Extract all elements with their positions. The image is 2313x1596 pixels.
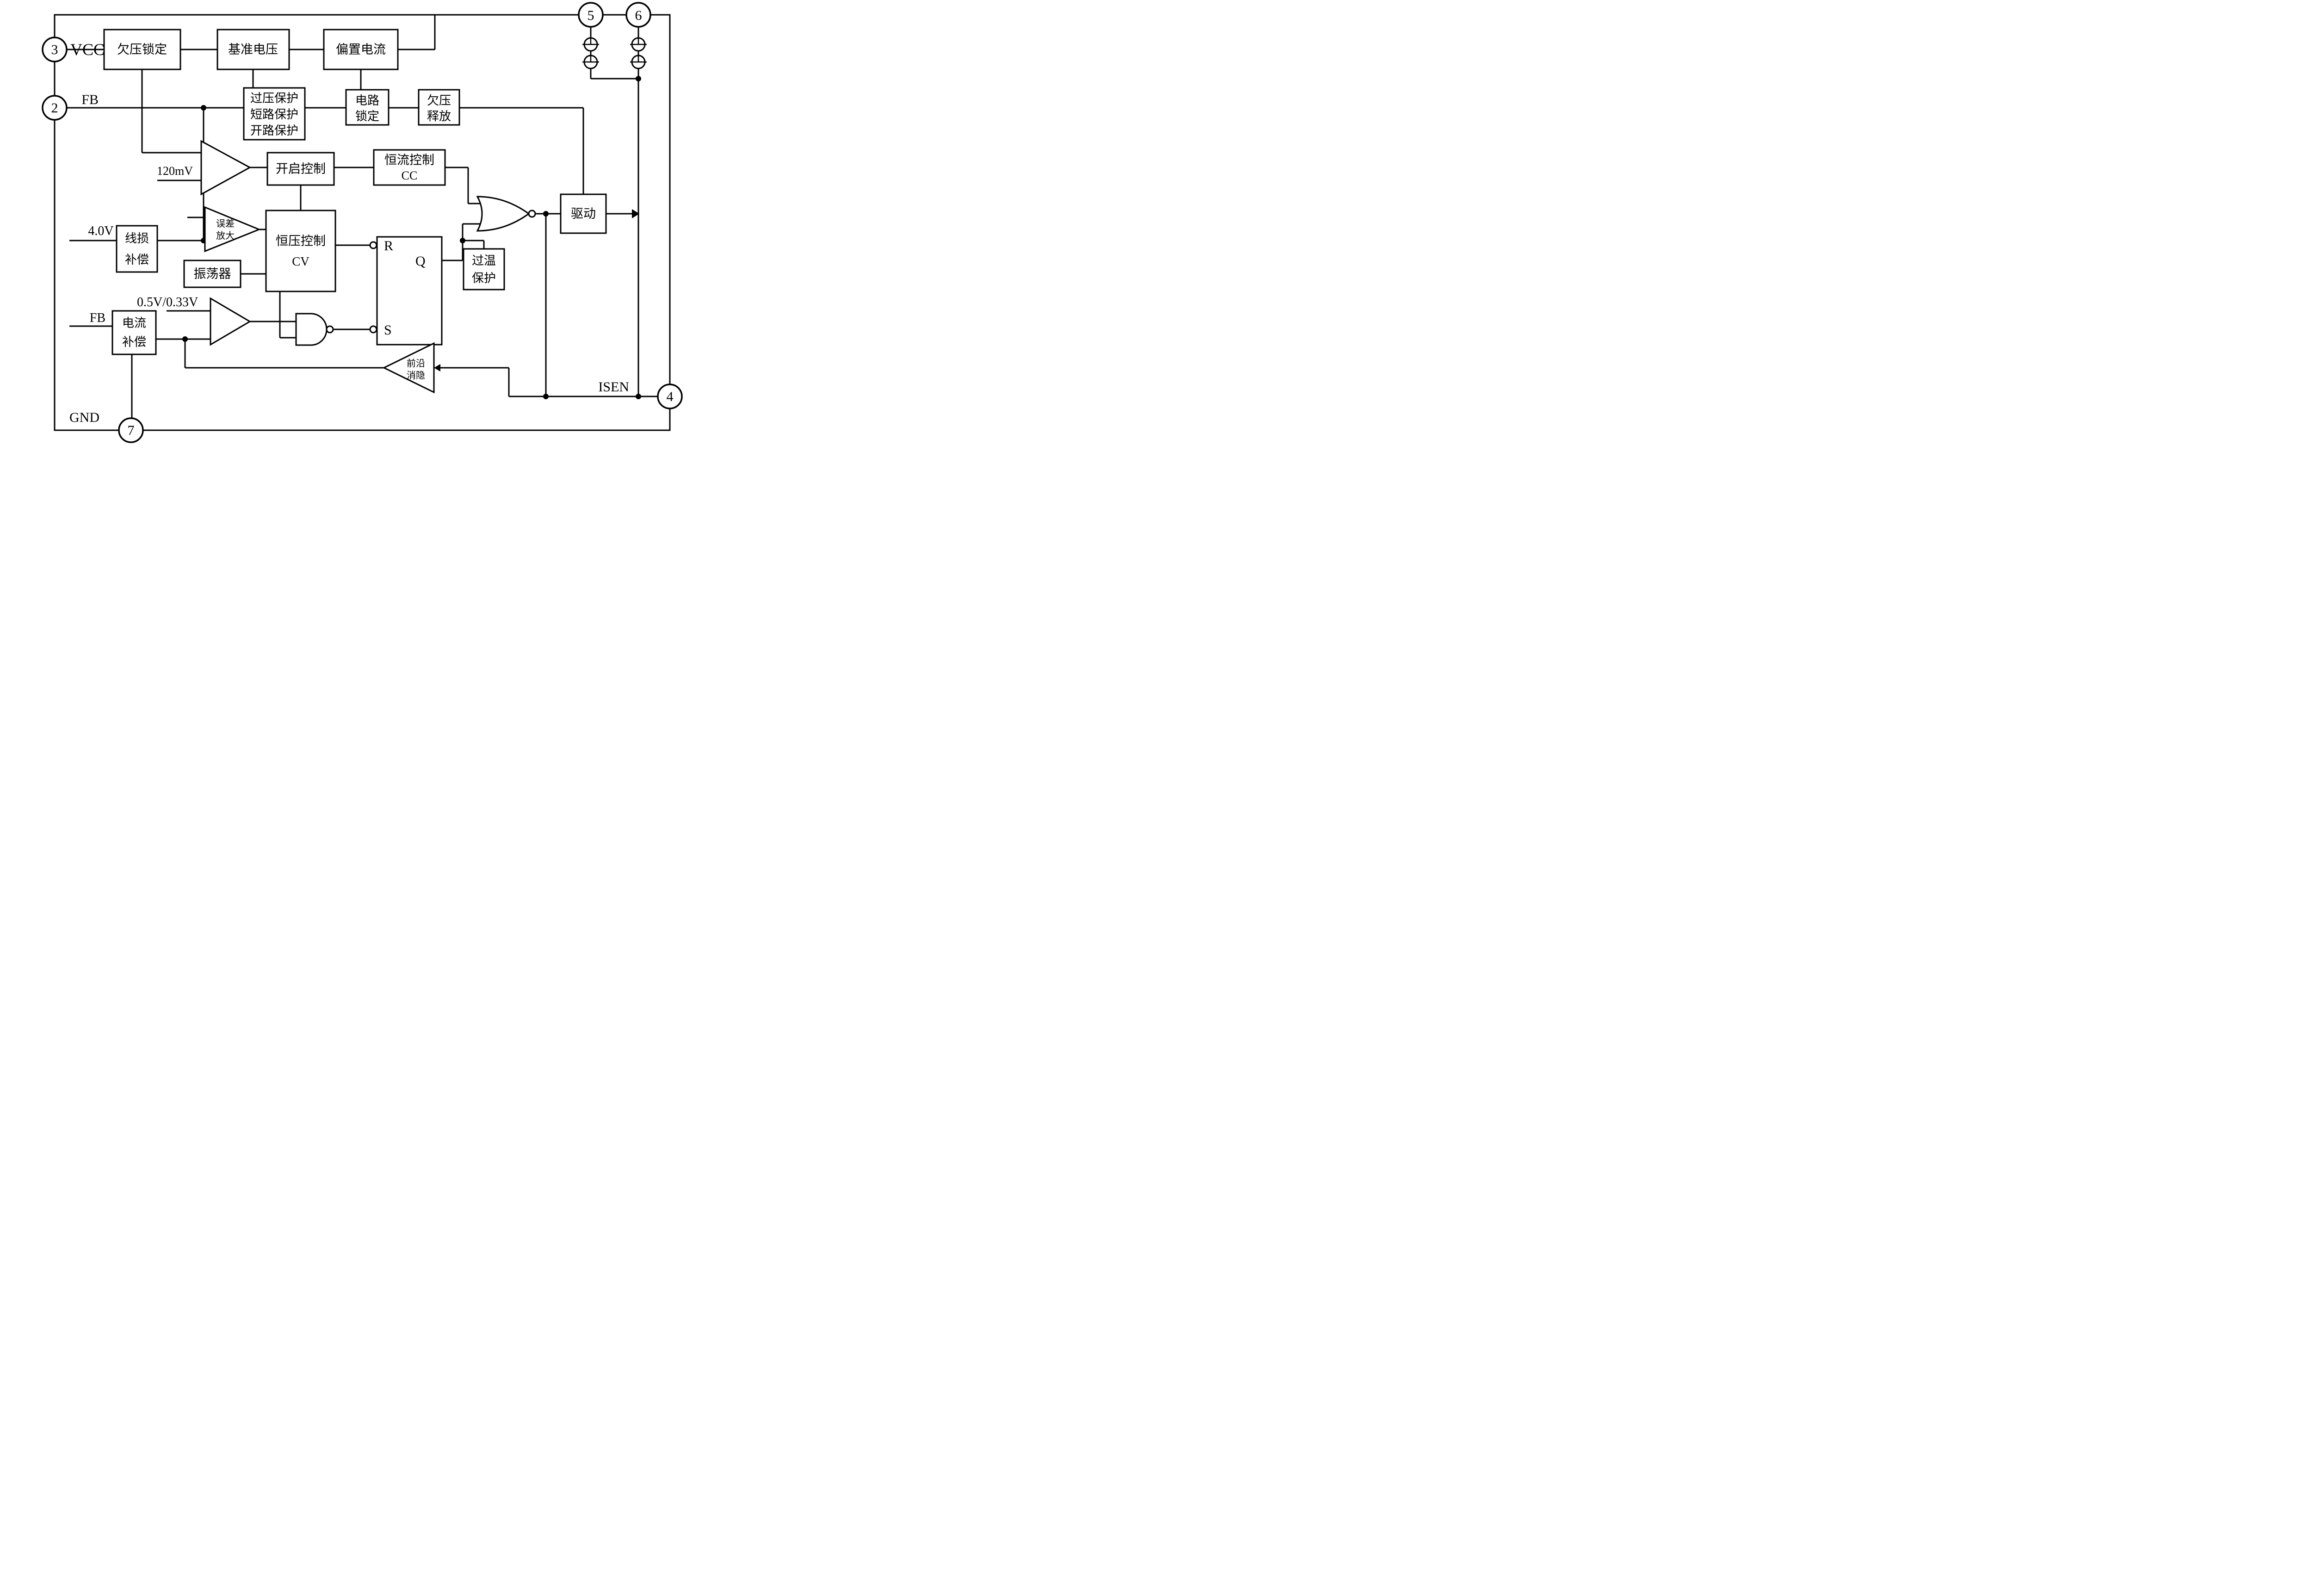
leb-input-arrow bbox=[434, 364, 440, 371]
nor-output-bubble bbox=[528, 210, 536, 218]
wires bbox=[67, 15, 658, 418]
uv-release-block bbox=[418, 89, 460, 126]
vref-block bbox=[216, 29, 290, 70]
otp-block bbox=[463, 248, 505, 291]
arrowheads bbox=[434, 209, 639, 371]
otp-line1: 过温 bbox=[472, 254, 496, 267]
power-cell-icon bbox=[630, 55, 647, 69]
driver-label: 驱动 bbox=[571, 207, 596, 221]
leb-line2: 消隐 bbox=[407, 370, 425, 381]
nand-output-bubble bbox=[326, 325, 334, 334]
pin-gnd-number: 7 bbox=[128, 423, 135, 438]
rs-latch-q-label: Q bbox=[415, 254, 426, 269]
protection-line3: 开路保护 bbox=[250, 124, 298, 137]
error-amp-line1: 误差 bbox=[216, 218, 235, 229]
uv-release-line1: 欠压 bbox=[427, 94, 451, 107]
circuit-latch-block bbox=[345, 89, 390, 126]
power-cell-icon bbox=[582, 55, 599, 69]
nor-gate bbox=[476, 196, 530, 232]
cs-comparator bbox=[210, 297, 251, 346]
pin-6-number: 6 bbox=[635, 8, 642, 23]
oscillator-label: 振荡器 bbox=[194, 267, 231, 281]
pin-fb-circle bbox=[42, 95, 68, 121]
blocks: 欠压锁定 基准电压 偏置电流 过压保护 短路保护 开路保护 电路 锁定 欠压 释… bbox=[103, 29, 607, 355]
pin-vcc-number: 3 bbox=[51, 42, 58, 57]
cc-line2: CC bbox=[402, 169, 418, 182]
error-amp bbox=[204, 206, 261, 253]
on-comp-ref-label: 120mV bbox=[157, 164, 193, 178]
block-diagram: 欠压锁定 基准电压 偏置电流 过压保护 短路保护 开路保护 电路 锁定 欠压 释… bbox=[0, 0, 715, 449]
line-comp-line2: 补偿 bbox=[125, 253, 149, 266]
current-comp-line2: 补偿 bbox=[122, 335, 146, 349]
line-comp-ref-label: 4.0V bbox=[88, 224, 113, 238]
protection-block bbox=[243, 87, 306, 141]
cc-line1: 恒流控制 bbox=[384, 153, 434, 167]
cc-block bbox=[373, 149, 446, 186]
line-comp-block bbox=[116, 225, 158, 273]
on-comparator bbox=[200, 140, 252, 196]
nand-gate bbox=[295, 313, 328, 346]
otp-line2: 保护 bbox=[472, 272, 496, 285]
pin-vcc-name: VCC bbox=[70, 40, 105, 59]
power-cell-icon bbox=[630, 37, 647, 52]
pin-fb-name: FB bbox=[81, 92, 99, 107]
bias-label: 偏置电流 bbox=[336, 43, 386, 56]
pin-isen-circle bbox=[657, 384, 683, 409]
cv-block bbox=[265, 210, 336, 292]
protection-line1: 过压保护 bbox=[250, 92, 298, 105]
on-control-block bbox=[266, 152, 335, 186]
pin-gnd-circle bbox=[118, 417, 144, 443]
leb-line1: 前沿 bbox=[407, 358, 425, 369]
driver-block bbox=[560, 193, 607, 234]
rs-latch-box bbox=[376, 236, 443, 346]
pin-fb-number: 2 bbox=[51, 100, 58, 116]
oscillator-block bbox=[183, 260, 241, 288]
circuit-latch-line1: 电路 bbox=[355, 94, 379, 107]
rs-latch-s-label: S bbox=[384, 322, 392, 338]
rs-latch: R S Q bbox=[369, 236, 443, 346]
s-input-bubble bbox=[369, 325, 377, 334]
pins: 3 VCC 2 FB 5 6 7 GND 4 ISEN bbox=[42, 2, 683, 443]
fb-net-label: FB bbox=[90, 311, 105, 325]
comparators: 误差 放大 前沿 消隐 bbox=[200, 140, 435, 394]
cv-line2: CV bbox=[292, 254, 309, 268]
vref-label: 基准电压 bbox=[228, 43, 278, 56]
uvlo-block bbox=[103, 29, 181, 70]
uvlo-label: 欠压锁定 bbox=[117, 43, 167, 56]
line-comp-line1: 线损 bbox=[125, 232, 149, 245]
cv-line1: 恒压控制 bbox=[276, 234, 326, 248]
pin-isen-number: 4 bbox=[667, 389, 674, 404]
driver-output-arrow bbox=[632, 209, 639, 218]
pin-5-number: 5 bbox=[588, 8, 594, 23]
leb-triangle bbox=[382, 342, 435, 394]
pin-vcc-circle bbox=[42, 37, 68, 62]
power-cell-icon bbox=[582, 37, 599, 52]
power-device-cells bbox=[582, 37, 647, 69]
rs-latch-r-label: R bbox=[384, 238, 393, 254]
protection-line2: 短路保护 bbox=[250, 108, 298, 121]
r-input-bubble bbox=[369, 241, 377, 249]
bias-block bbox=[323, 29, 399, 70]
cs-comp-ref-label: 0.5V/0.33V bbox=[137, 295, 198, 309]
current-comp-block bbox=[111, 310, 157, 355]
pin-isen-name: ISEN bbox=[598, 379, 629, 395]
pin-5-circle bbox=[578, 2, 604, 28]
pin-6-circle bbox=[625, 2, 651, 28]
circuit-latch-line2: 锁定 bbox=[355, 110, 379, 123]
current-comp-line1: 电流 bbox=[122, 316, 146, 330]
reference-labels: 120mV 0.5V/0.33V 4.0V FB bbox=[88, 164, 198, 325]
pin-gnd-name: GND bbox=[69, 410, 99, 425]
on-control-label: 开启控制 bbox=[276, 162, 326, 176]
logic-gates bbox=[295, 196, 536, 346]
error-amp-line2: 放大 bbox=[216, 230, 235, 241]
uv-release-line2: 释放 bbox=[427, 110, 451, 123]
